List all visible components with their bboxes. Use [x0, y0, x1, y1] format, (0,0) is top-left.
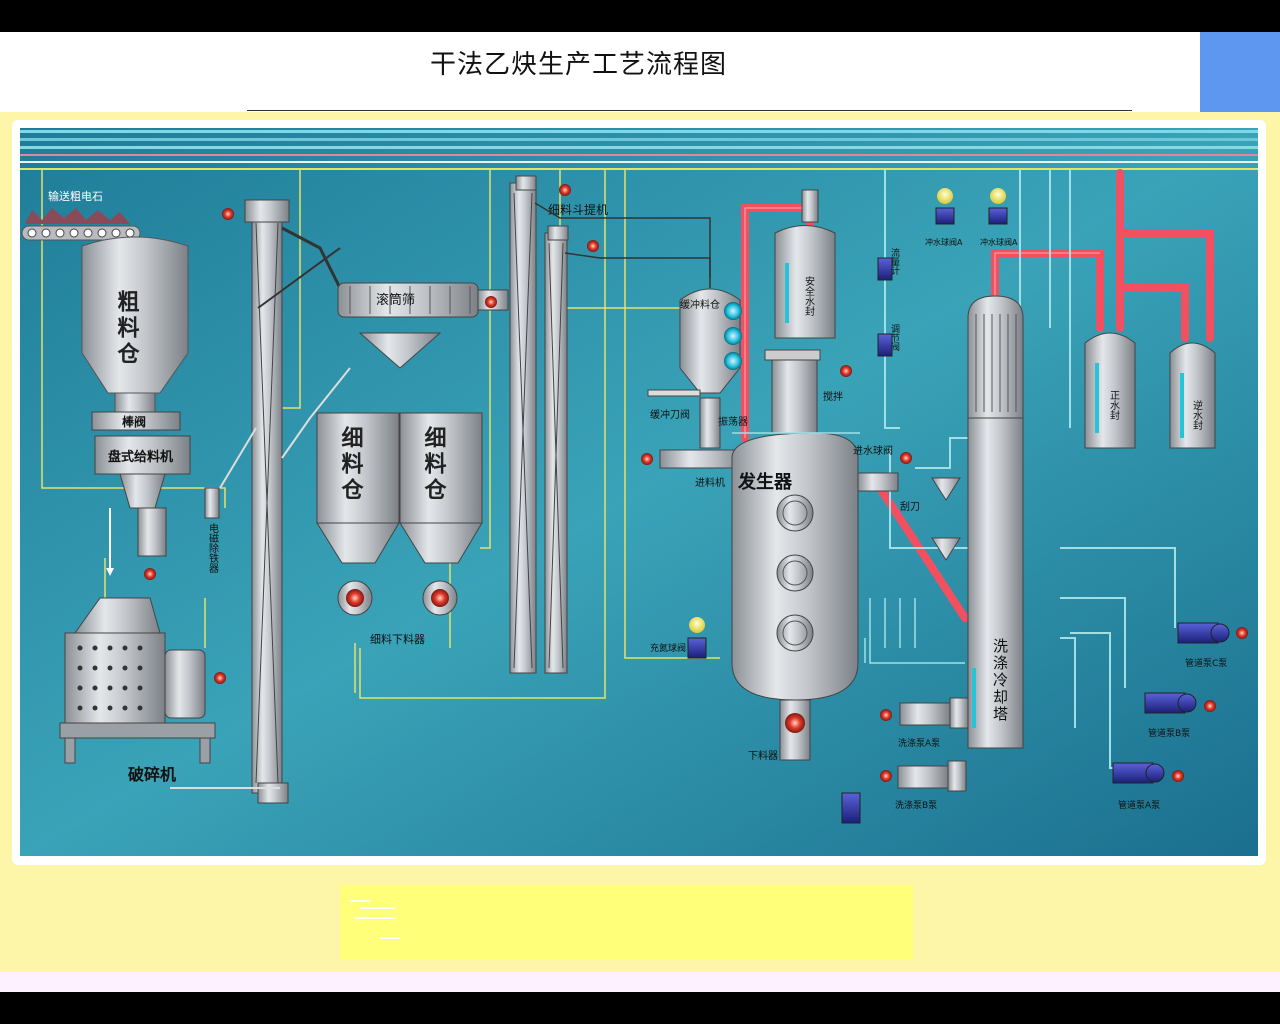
- return-chute: [219, 427, 257, 489]
- fine-discharger: [337, 580, 458, 616]
- label-flowmeter: 流量计: [889, 247, 900, 276]
- generator-vessel: [731, 349, 899, 761]
- label-wash-cooling-tower: 洗涤冷却塔: [991, 638, 1009, 723]
- process-flow-diagram: 输送粗电石 粗料仓 棒阀 盘式给料机 破碎机: [20, 128, 1258, 856]
- crusher: [59, 597, 216, 764]
- label-drum-screen: 滚筒筛: [376, 292, 415, 308]
- positive-water-seal: [1084, 332, 1136, 449]
- label-buffer-knife-valve: 缓冲刀阀: [650, 408, 690, 421]
- label-stirring: 搅拌: [823, 390, 843, 403]
- title-bar: [0, 32, 1280, 112]
- buffer-bin: [679, 288, 742, 394]
- label-reverse-water-seal: 逆水封: [1191, 399, 1203, 430]
- flowmeter: [877, 257, 893, 281]
- label-iron-remover: 电磁除铁器: [207, 522, 219, 574]
- label-regulating-valve: 调节阀: [889, 324, 900, 352]
- generator-headers: [732, 432, 965, 664]
- fine-bucket-elevator: [509, 175, 569, 674]
- label-pipe-pump-a: 管道泵A泵: [1118, 799, 1160, 811]
- label-crusher: 破碎机: [128, 765, 176, 784]
- reverse-water-seal: [1169, 342, 1216, 449]
- rod-valve: [91, 411, 181, 431]
- label-nitrogen-ball-valve: 充氮球阀: [650, 642, 686, 654]
- label-discharger: 下料器: [748, 749, 778, 762]
- label-conveyor: 输送粗电石: [48, 189, 103, 203]
- page-title: 干法乙炔生产工艺流程图: [430, 50, 728, 80]
- title-underline: [247, 110, 1132, 111]
- label-vibrator: 振荡器: [718, 415, 748, 428]
- label-coarse-bin: 粗料仓: [114, 290, 141, 368]
- pipe-pump-b: [1144, 692, 1197, 714]
- wash-pump-b: [897, 760, 967, 792]
- label-wash-pump-b: 洗涤泵B泵: [895, 799, 937, 811]
- label-scraper: 刮刀: [900, 500, 920, 513]
- iron-remover: [204, 487, 220, 519]
- safety-water-seal: [774, 189, 836, 339]
- label-fine-bin-1: 细料仓: [338, 425, 365, 504]
- label-fine-discharger: 细料下料器: [370, 632, 425, 646]
- corner-accent: [1200, 32, 1280, 112]
- fine-bin-2: [399, 412, 483, 564]
- coarse-bin: [81, 236, 189, 414]
- label-fine-bin-2: 细料仓: [421, 425, 448, 504]
- label-flush-ball-valve-a2: 冲水球阀A: [980, 237, 1018, 247]
- label-positive-water-seal: 正水封: [1108, 390, 1120, 420]
- pipe-pump-a: [1112, 762, 1165, 784]
- fine-bin-1: [316, 412, 400, 564]
- label-buffer-bin: 缓冲料仓: [680, 298, 720, 311]
- pipe-pump-c: [1177, 622, 1230, 644]
- wash-pump-a: [899, 697, 969, 729]
- standalone-valve: [841, 792, 861, 824]
- label-disc-feeder: 盘式给料机: [108, 449, 173, 465]
- regulating-valve: [877, 333, 893, 357]
- label-feeder: 进料机: [695, 476, 725, 489]
- elevator-outlet-chute: [281, 226, 342, 289]
- utility-header-lines: [20, 130, 1258, 170]
- lower-band: [0, 972, 1280, 992]
- label-pipe-pump-c: 管道泵C泵: [1185, 657, 1227, 669]
- sticky-note: [340, 885, 913, 960]
- label-pipe-pump-b: 管道泵B泵: [1148, 727, 1190, 739]
- label-rod-valve: 棒阀: [122, 414, 146, 429]
- label-generator: 发生器: [737, 471, 793, 493]
- water-pipes: [884, 170, 1176, 769]
- wash-cooling-tower: [931, 295, 1024, 749]
- bucket-elevator-1: [244, 199, 290, 804]
- alarm-indicators: [144, 184, 1248, 782]
- flush-valves: [935, 188, 1008, 225]
- label-wash-pump-a: 洗涤泵A泵: [898, 737, 940, 749]
- nitrogen-ball-valve: [687, 617, 707, 659]
- disc-feeder: [94, 435, 191, 557]
- label-safety-water-seal: 安全水封: [803, 275, 815, 316]
- coarse-conveyor: [21, 208, 141, 241]
- label-inlet-ball-valve: 进水球阀: [853, 444, 893, 457]
- label-fine-bucket-elevator: 细料斗提机: [548, 202, 608, 217]
- label-flush-ball-valve-a1: 冲水球阀A: [925, 237, 963, 247]
